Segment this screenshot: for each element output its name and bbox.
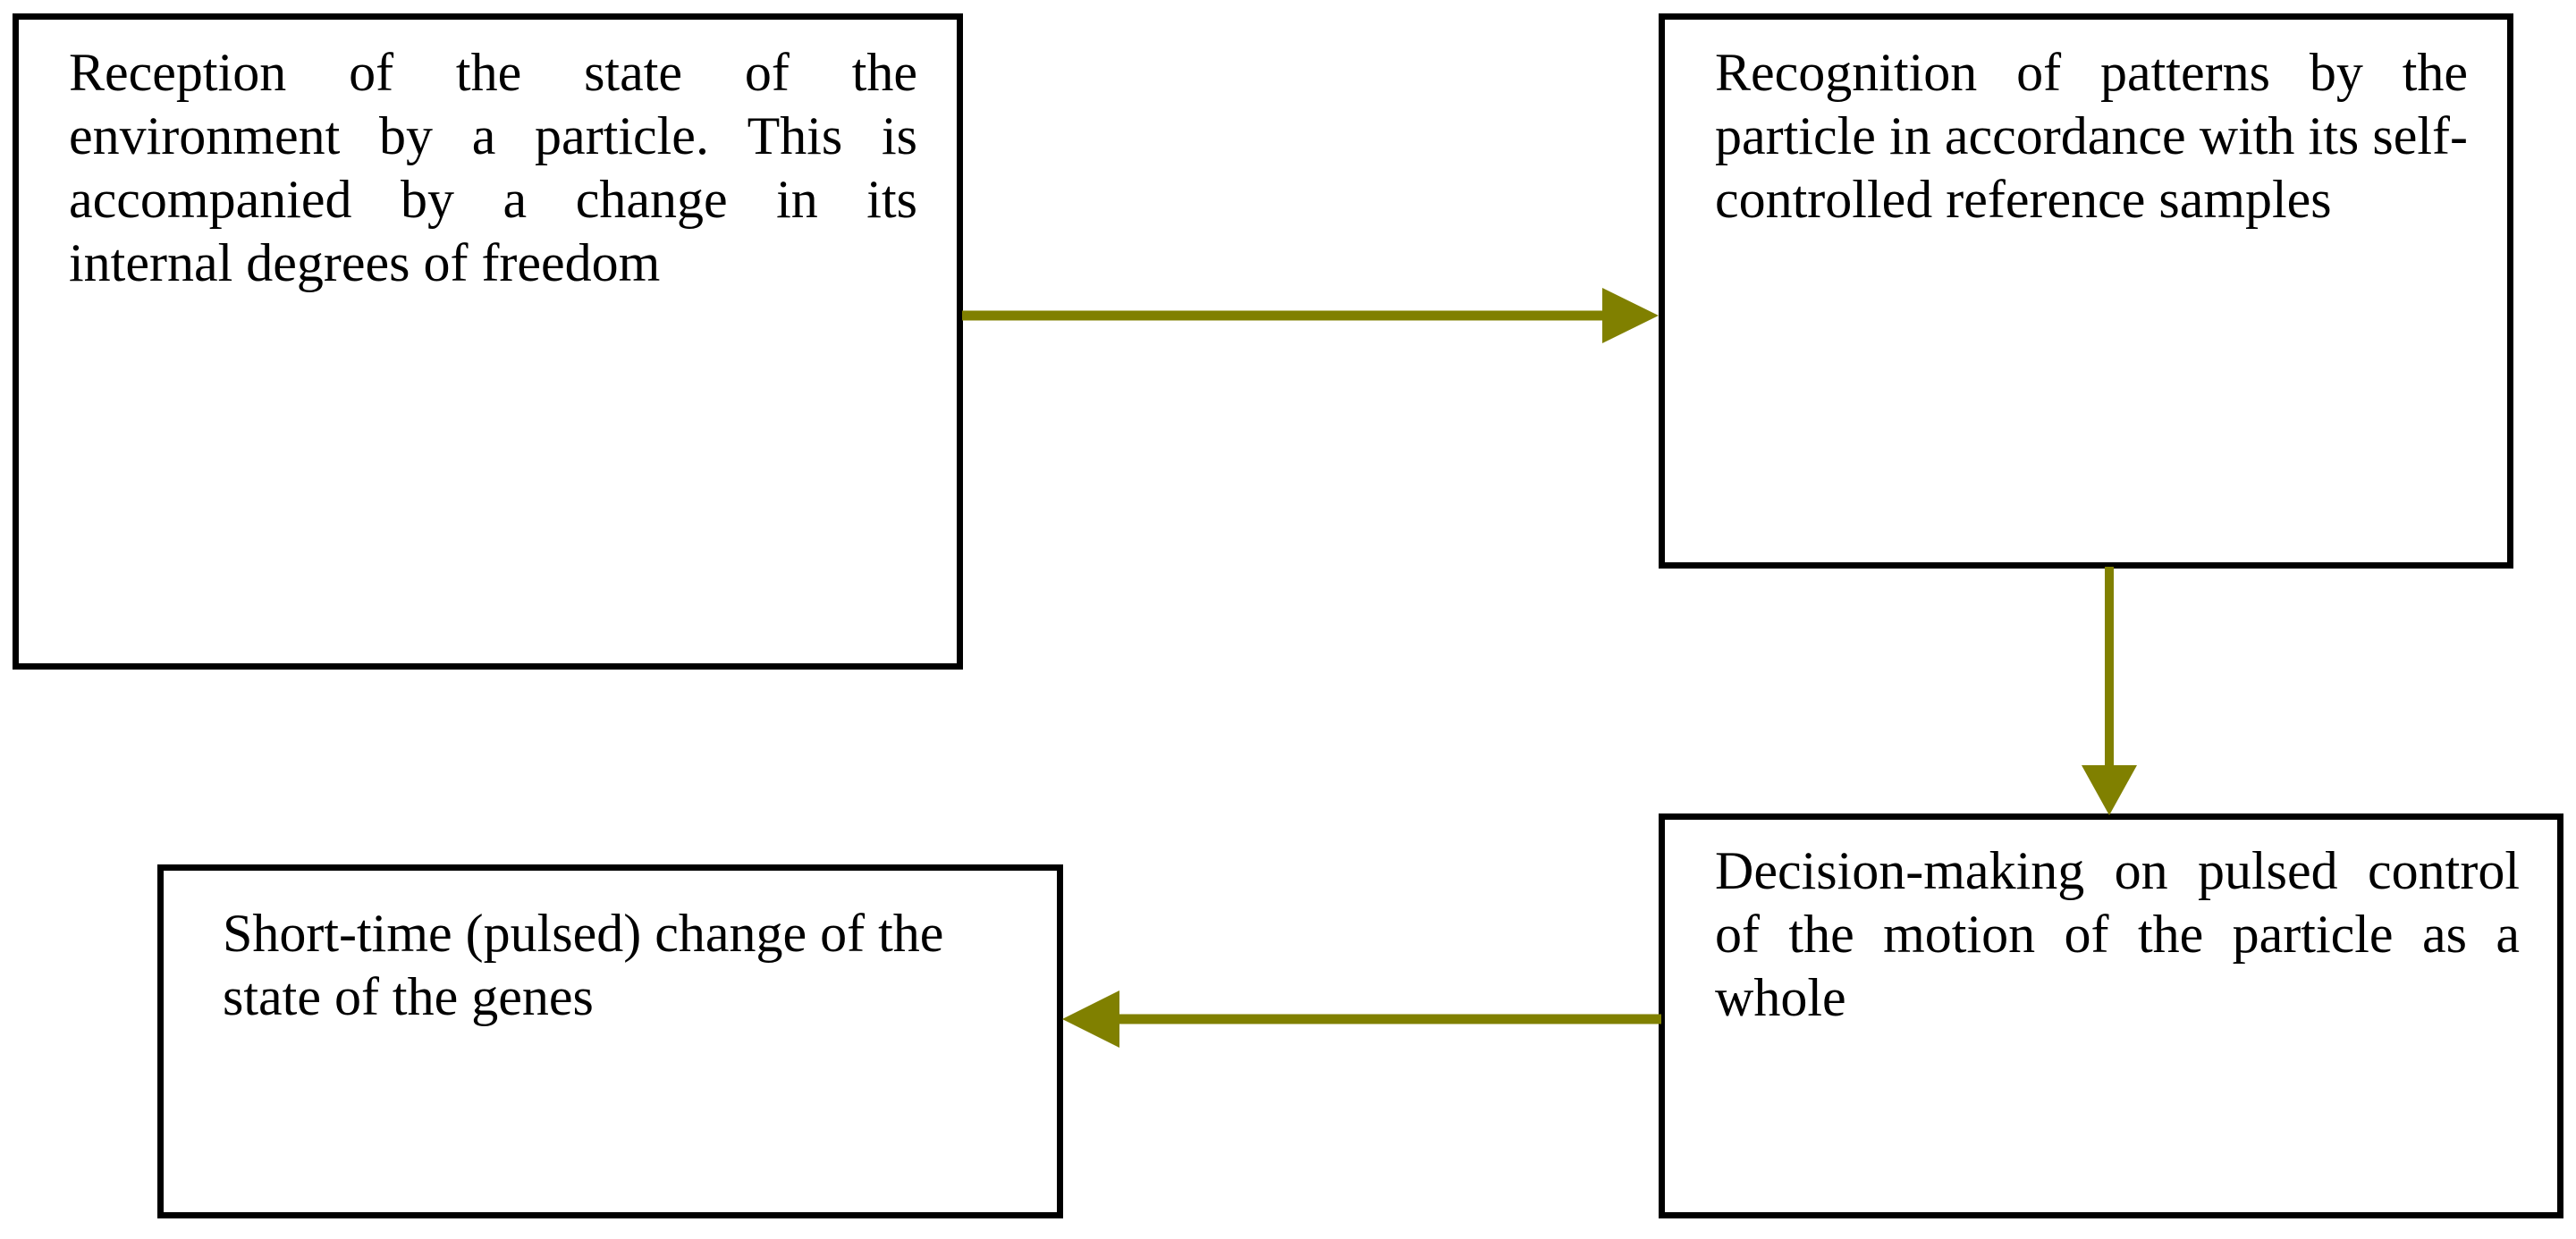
arrow-reception-to-recognition: [962, 277, 1663, 354]
node-reception-label: Reception of the state of the environmen…: [69, 43, 917, 292]
arrow-head-down: [2082, 765, 2137, 815]
node-recognition[interactable]: Recognition of patterns by the particle …: [1659, 13, 2513, 569]
arrow-head-right: [1602, 288, 1659, 343]
arrow-head-left: [1062, 990, 1119, 1048]
arrow-recognition-to-decision: [2080, 567, 2139, 817]
node-decision-label: Decision-making on pulsed control of the…: [1715, 841, 2520, 1027]
node-genes-label: Short-time (pulsed) change of the state …: [223, 904, 944, 1026]
node-genes[interactable]: Short-time (pulsed) change of the state …: [157, 864, 1063, 1218]
node-reception[interactable]: Reception of the state of the environmen…: [13, 13, 963, 670]
arrow-decision-to-genes: [1060, 982, 1661, 1053]
node-decision[interactable]: Decision-making on pulsed control of the…: [1659, 813, 2563, 1218]
node-recognition-label: Recognition of patterns by the particle …: [1715, 43, 2468, 229]
